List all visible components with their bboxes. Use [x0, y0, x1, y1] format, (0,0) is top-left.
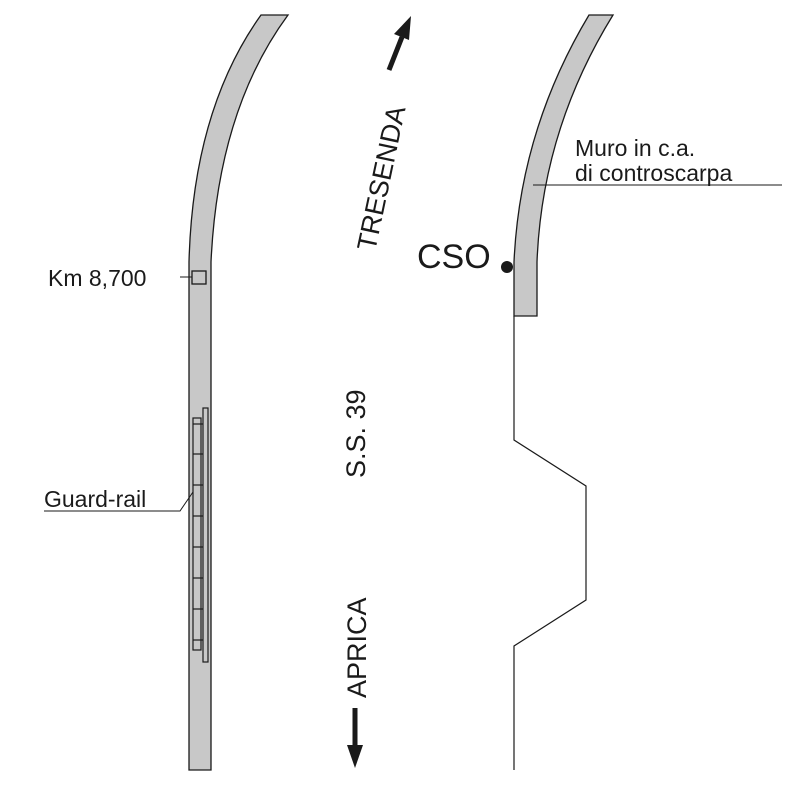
cso-point — [501, 261, 513, 273]
retaining-wall — [513, 14, 615, 317]
road-name-label: S.S. 39 — [341, 389, 371, 478]
guardrail-label: Guard-rail — [44, 486, 146, 512]
arrow-down-icon — [347, 708, 363, 768]
tresenda-label: TRESENDA — [352, 103, 412, 253]
right-road-edge — [513, 316, 587, 770]
wall-label-line1: Muro in c.a. — [575, 135, 695, 161]
wall-label-line2: di controscarpa — [575, 160, 732, 186]
guardrail-leader — [44, 491, 194, 512]
guard-rail — [192, 407, 209, 663]
arrow-up-icon — [386, 16, 411, 71]
cso-label: CSO — [417, 238, 491, 276]
left-road-edge — [188, 14, 290, 771]
km-label: Km 8,700 — [48, 265, 146, 291]
aprica-label: APRICA — [342, 597, 372, 698]
